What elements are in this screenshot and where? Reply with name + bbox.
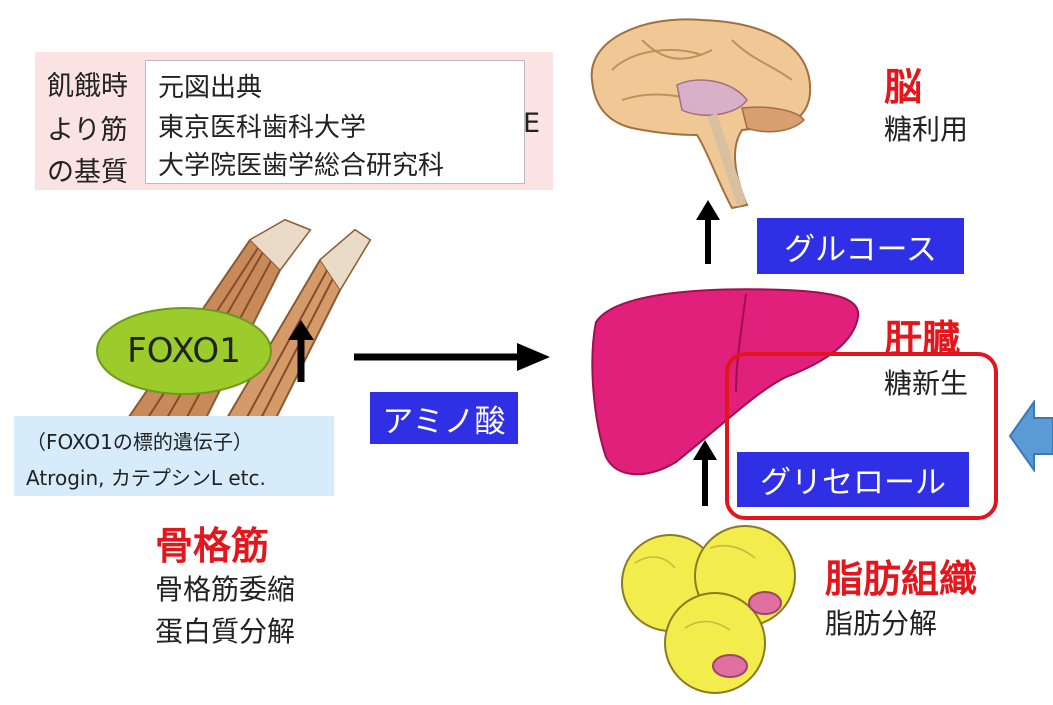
fat-title: 脂肪組織: [825, 557, 978, 601]
foxo1-up-arrow-icon: [288, 320, 314, 382]
muscle-desc-1: 骨格筋委縮: [155, 573, 296, 606]
amino-acid-arrow-icon: [354, 343, 550, 371]
target-genes-list: Atrogin, カテプシンL etc.: [26, 466, 266, 490]
brain-illustration: [590, 18, 812, 210]
glycerol-label: グリセロール: [737, 452, 969, 507]
fat-desc: 脂肪分解: [825, 607, 938, 640]
target-genes-title: （FOXO1の標的遺伝子）: [26, 430, 253, 454]
note-line-2: より筋: [47, 115, 128, 146]
glucose-label: グルコース: [757, 218, 964, 274]
highlight-frame: [725, 352, 998, 520]
credit-line-1: 元図出典: [158, 73, 263, 103]
credit-line-3: 大学院医歯学総合研究科: [158, 151, 445, 181]
note-line-3: の基質: [47, 157, 128, 188]
note-line-2-tail: E: [523, 108, 541, 139]
liver-desc: 糖新生: [884, 367, 969, 400]
foxo1-ellipse: FOXO1: [95, 306, 273, 396]
brain-title: 脳: [884, 65, 923, 109]
foxo1-ellipse-shape: [96, 307, 272, 395]
note-line-1: 飢餓時: [47, 71, 128, 102]
blue-left-arrow-icon: [1008, 400, 1053, 472]
credit-line-2: 東京医科歯科大学: [158, 113, 367, 143]
muscle-title: 骨格筋: [155, 524, 270, 568]
glycerol-up-arrow-icon: [693, 440, 717, 506]
fat-tissue-illustration: [621, 525, 796, 694]
glucose-up-arrow-icon: [696, 200, 720, 264]
foxo1-label: FOXO1: [127, 331, 241, 371]
muscle-desc-2: 蛋白質分解: [155, 615, 296, 648]
amino-acid-label: アミノ酸: [370, 392, 518, 444]
target-genes-box: （FOXO1の標的遺伝子） Atrogin, カテプシンL etc.: [14, 416, 334, 496]
credit-box: 元図出典 東京医科歯科大学 大学院医歯学総合研究科: [145, 60, 525, 184]
brain-desc: 糖利用: [884, 113, 969, 146]
